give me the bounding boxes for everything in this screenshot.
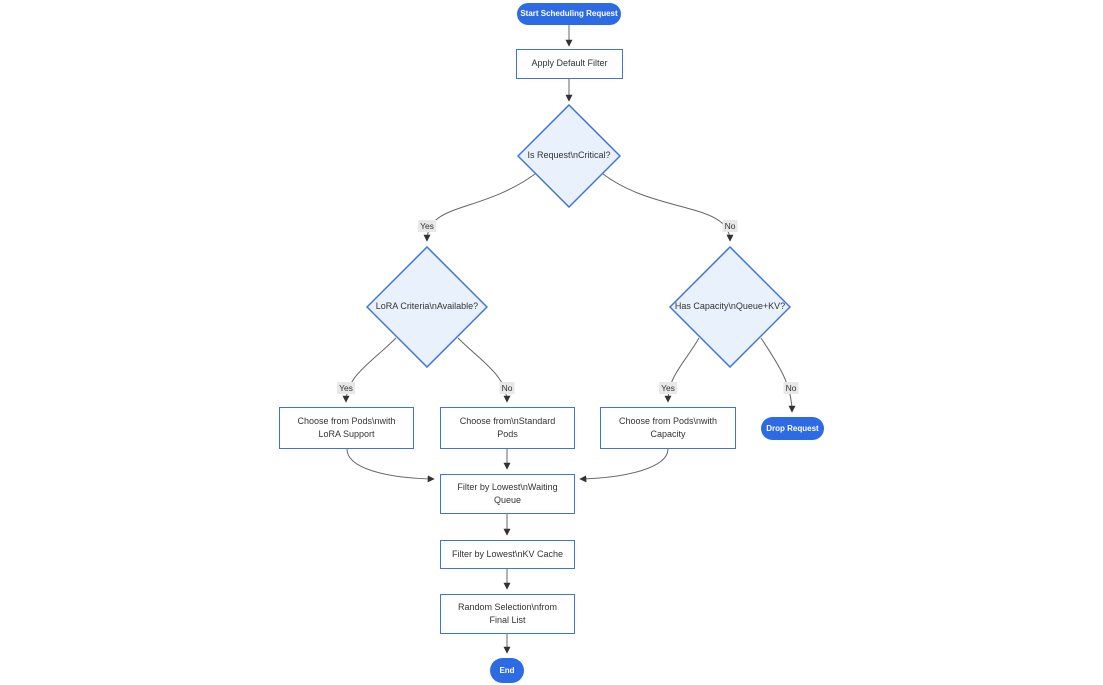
edge-lora-yes bbox=[342, 337, 397, 403]
edge-label-critical-no: No bbox=[722, 220, 738, 232]
node-choose-lora-pods-line1: Choose from Pods\nwith bbox=[297, 415, 396, 426]
edge-capacitypods-to-filterqueue bbox=[579, 448, 669, 483]
node-is-request-critical: Is Request\nCritical? bbox=[517, 104, 621, 208]
node-drop-request: Drop Request bbox=[761, 417, 824, 440]
node-choose-capacity-pods-line2: Capacity bbox=[650, 429, 686, 439]
edge-label-capacity-yes: Yes bbox=[659, 382, 677, 394]
edge-label-critical-yes: Yes bbox=[418, 220, 436, 232]
node-end: End bbox=[490, 658, 524, 683]
edge-capacity-yes bbox=[664, 337, 700, 403]
node-choose-standard-pods-line1: Choose from\nStandard bbox=[459, 415, 556, 426]
edge-label-lora-yes: Yes bbox=[337, 382, 355, 394]
node-random-selection-line2: Final List bbox=[489, 615, 526, 625]
decision-diamond-icon bbox=[669, 246, 791, 368]
node-filter-kv-cache-label: Filter by Lowest\nKV Cache bbox=[451, 548, 564, 559]
edge-capacity-no bbox=[760, 337, 796, 413]
edge-label-capacity-no: No bbox=[783, 382, 799, 394]
node-end-label: End bbox=[499, 665, 515, 675]
node-filter-waiting-queue-line1: Filter by Lowest\nWaiting bbox=[457, 481, 558, 492]
node-filter-waiting-queue: Filter by Lowest\nWaiting Queue bbox=[440, 474, 575, 514]
decision-diamond-icon bbox=[366, 246, 488, 368]
edge-lorapods-to-filterqueue bbox=[346, 448, 435, 483]
node-choose-standard-pods-line2: Pods bbox=[497, 429, 518, 439]
node-filter-kv-cache: Filter by Lowest\nKV Cache bbox=[440, 540, 575, 569]
node-choose-capacity-pods: Choose from Pods\nwith Capacity bbox=[600, 407, 736, 449]
node-start-label: Start Scheduling Request bbox=[520, 9, 618, 18]
node-random-selection-line1: Random Selection\nfrom bbox=[457, 601, 558, 612]
node-drop-request-label: Drop Request bbox=[766, 423, 819, 433]
edge-critical-no bbox=[602, 173, 734, 242]
node-lora-criteria-available: LoRA Criteria\nAvailable? bbox=[366, 246, 488, 368]
edge-label-lora-no: No bbox=[499, 382, 515, 394]
node-choose-lora-pods-line2: LoRA Support bbox=[318, 429, 375, 439]
node-has-capacity-queue-kv-label: Has Capacity\nQueue+KV? bbox=[674, 301, 786, 312]
node-filter-waiting-queue-line2: Queue bbox=[493, 495, 522, 505]
node-random-selection: Random Selection\nfrom Final List bbox=[440, 594, 575, 634]
decision-diamond-icon bbox=[517, 104, 621, 208]
node-lora-criteria-available-label: LoRA Criteria\nAvailable? bbox=[375, 301, 479, 312]
node-apply-default-filter-label: Apply Default Filter bbox=[531, 58, 608, 69]
node-is-request-critical-label: Is Request\nCritical? bbox=[527, 150, 611, 161]
edge-lora-no bbox=[457, 337, 511, 403]
node-choose-standard-pods: Choose from\nStandard Pods bbox=[440, 407, 575, 449]
node-start: Start Scheduling Request bbox=[517, 3, 621, 25]
node-apply-default-filter: Apply Default Filter bbox=[516, 49, 623, 79]
node-has-capacity-queue-kv: Has Capacity\nQueue+KV? bbox=[669, 246, 791, 368]
node-choose-capacity-pods-line1: Choose from Pods\nwith bbox=[618, 415, 718, 426]
node-choose-lora-pods: Choose from Pods\nwith LoRA Support bbox=[279, 407, 414, 449]
